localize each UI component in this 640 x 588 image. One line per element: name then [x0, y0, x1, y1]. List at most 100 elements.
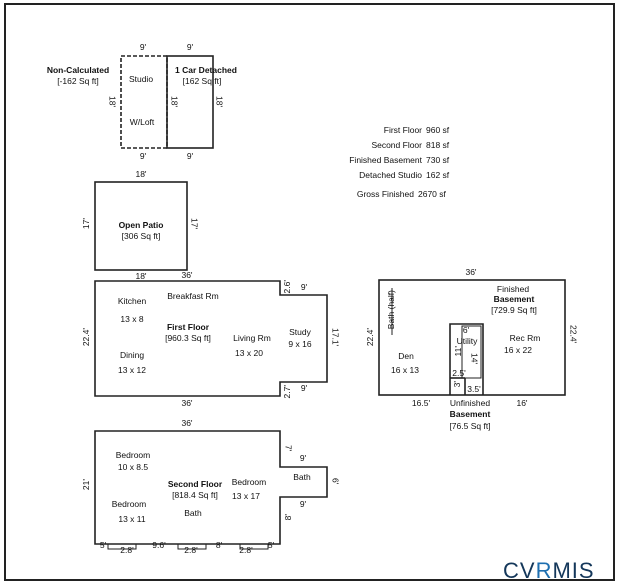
dim-label: 7' [283, 445, 294, 452]
room-size: 16 x 13 [391, 365, 419, 375]
noncalc-title: Non-Calculated [46, 65, 110, 75]
dim-label: 9.6' [152, 540, 166, 550]
room-label: Bath [184, 508, 202, 518]
dim-label: 2.8' [120, 545, 134, 555]
dim-label: 22.4' [568, 325, 579, 344]
room-label: Bedroom [111, 499, 147, 509]
dim-label: 6' [462, 325, 470, 335]
gross-label: Gross Finished [356, 189, 414, 199]
room-label: Kitchen [117, 296, 147, 306]
room-label: Living Rm [233, 333, 271, 343]
room-label: Bedroom [231, 477, 267, 487]
room-label: Rec Rm [509, 333, 541, 343]
dim-label: 8' [215, 540, 223, 550]
logo-text: MIS [552, 558, 595, 583]
room-size: 13 x 8 [120, 314, 144, 324]
summary-label: First Floor [383, 125, 422, 135]
room-size: 13 x 12 [118, 365, 146, 375]
room-label: Bath [293, 472, 311, 482]
dim-label: 2.5' [452, 368, 466, 378]
dim-label: 36' [465, 267, 477, 277]
second-floor-title: Second Floor [167, 479, 223, 489]
basement-outline [378, 279, 566, 396]
dim-label: 22.4' [365, 328, 375, 347]
garage-title: 1 Car Detached [175, 65, 237, 75]
second-floor-area: [818.4 Sq ft] [172, 490, 218, 500]
first-floor-area: [960.3 Sq ft] [165, 333, 211, 343]
room-label: Breakfast Rm [167, 291, 219, 301]
dim-label: 3.5' [467, 384, 481, 394]
gross-value: 2670 sf [418, 189, 446, 199]
room-label: Bath (half) [386, 290, 396, 330]
room-label: Den [398, 351, 414, 361]
room-size: 9 x 16 [288, 339, 312, 349]
summary-value: 162 sf [426, 170, 450, 180]
patio-area: [306 Sq ft] [121, 231, 161, 241]
dim-label: 9' [299, 499, 307, 509]
dim-label: 18' [135, 271, 147, 281]
dim-label: 5' [267, 540, 275, 550]
patio-title: Open Patio [118, 220, 164, 230]
dim-label: 18' [107, 96, 118, 108]
location-pin-icon: R [535, 558, 553, 583]
dim-label: 9' [300, 383, 308, 393]
summary-value: 818 sf [426, 140, 450, 150]
room-size: 13 x 17 [232, 491, 260, 501]
summary-value: 960 sf [426, 125, 450, 135]
room-size: 16 x 22 [504, 345, 532, 355]
room-label: Dining [119, 350, 145, 360]
logo-text: CV [503, 558, 536, 583]
basement-area: [729.9 Sq ft] [491, 305, 537, 315]
dim-label: 2.6' [282, 280, 292, 294]
dim-label: 2.8' [239, 545, 253, 555]
dim-label: 9' [186, 151, 194, 161]
dim-label: 2.8' [184, 545, 198, 555]
unfinished-basement-outline [449, 323, 484, 395]
unfinished-area: [76.5 Sq ft] [449, 421, 491, 431]
room-label: Study [289, 327, 311, 337]
dim-label: 9' [300, 282, 308, 292]
dim-label: 18' [214, 96, 225, 108]
patio-outline [94, 181, 188, 271]
dim-label: 9' [139, 151, 147, 161]
dim-label: 14' [469, 353, 480, 365]
dim-label: 3' [452, 381, 462, 388]
dim-label: 17.1' [330, 328, 341, 347]
room-size: 13 x 20 [235, 348, 263, 358]
noncalc-area: [-162 Sq ft] [57, 76, 99, 86]
dim-label: 18' [135, 169, 147, 179]
summary-label: Second Floor [371, 140, 422, 150]
dim-label: 16.5' [411, 398, 431, 408]
dim-label: 11' [453, 346, 463, 357]
second-floor-outline [94, 430, 328, 545]
room-size: 13 x 11 [118, 514, 146, 524]
wloft-label: W/Loft [129, 117, 155, 127]
dim-label: 18' [169, 96, 180, 108]
first-floor-outline [94, 280, 328, 397]
dim-label: 17' [81, 218, 91, 230]
garage-area: [162 Sq ft] [182, 76, 222, 86]
dim-label: 16' [516, 398, 528, 408]
unfinished-label: Unfinished [449, 398, 491, 408]
dim-label: 36' [181, 418, 193, 428]
dim-label: 6' [330, 478, 341, 485]
dim-label: 17' [189, 218, 200, 230]
summary-value: 730 sf [426, 155, 450, 165]
dim-label: 9' [299, 453, 307, 463]
dim-label: 2.7' [282, 385, 292, 399]
dim-label: 21' [81, 479, 91, 491]
basement-title: Basement [493, 294, 535, 304]
dim-label: 9' [139, 42, 147, 52]
studio-label: Studio [128, 74, 154, 84]
studio-outline [120, 55, 168, 149]
room-label: Bedroom [115, 450, 151, 460]
dim-label: 8' [283, 514, 293, 521]
summary-label: Finished Basement [349, 155, 422, 165]
room-label: Utility [456, 336, 478, 346]
dim-label: 36' [181, 398, 193, 408]
page-frame [4, 3, 615, 581]
basement-finished: Finished [496, 284, 530, 294]
dim-label: 9' [186, 42, 194, 52]
cvrmls-logo: CVRMIS [503, 558, 595, 584]
